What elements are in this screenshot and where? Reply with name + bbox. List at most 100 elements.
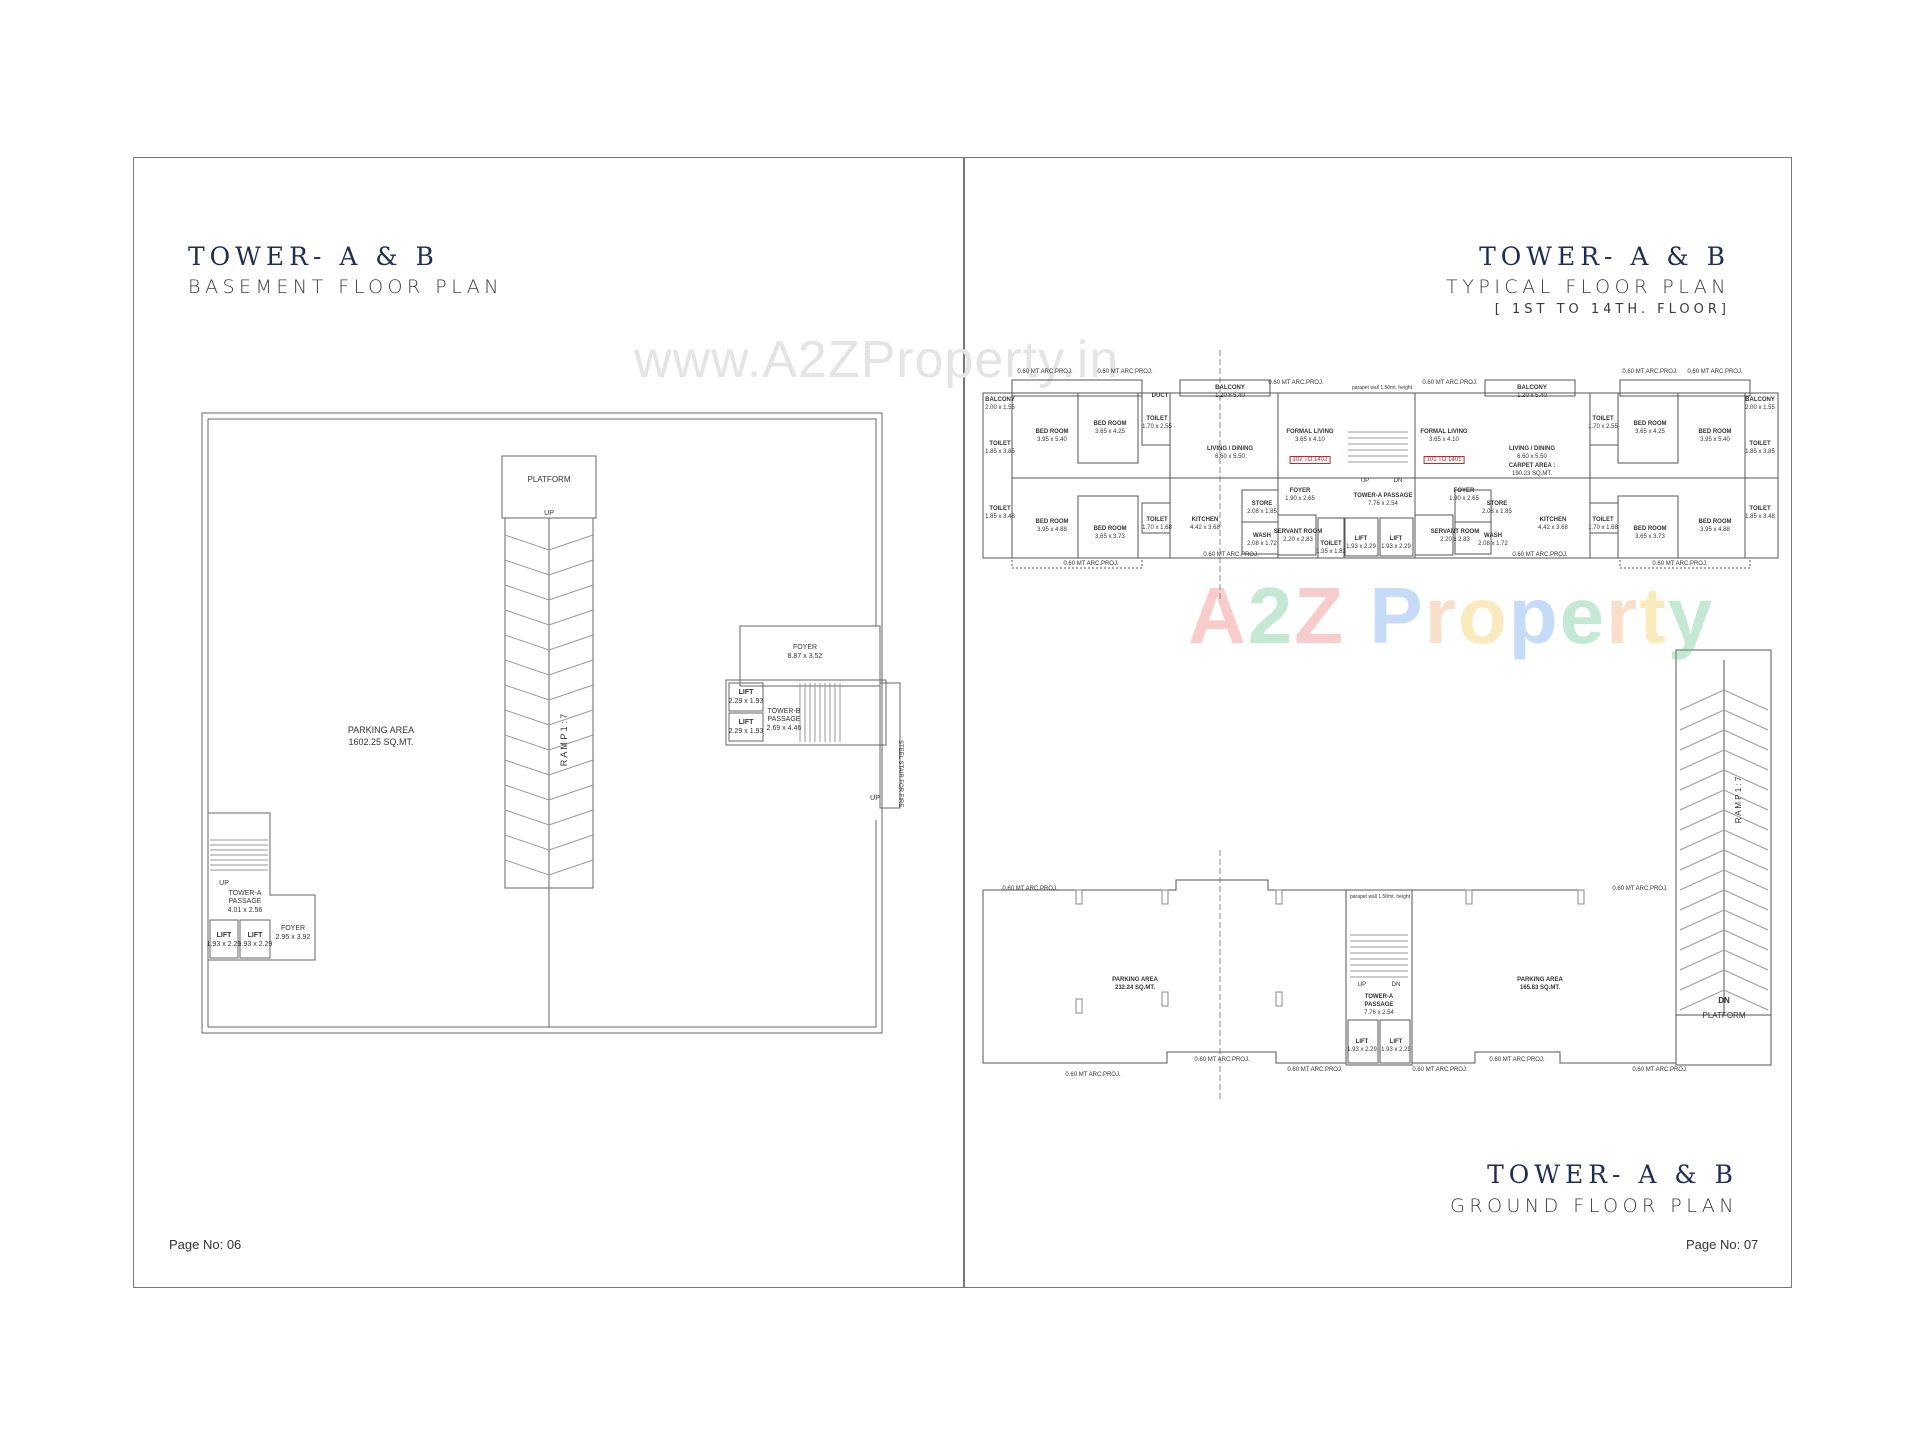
ground-subtitle: GROUND FLOOR PLAN: [1450, 1195, 1738, 1217]
gf-arc-proj-2: 0.60 MT ARC.PROJ.: [1612, 886, 1668, 892]
tower-a-lift2-size: 1.93 x 2.29: [237, 941, 273, 948]
basement-ramp-up-label: UP: [544, 510, 554, 517]
gf-parapet: parapet wall 1.50mt. height: [1349, 894, 1411, 900]
basement-title: TOWER- A & B: [188, 242, 439, 271]
typ-carpet-area: CARPET AREA :190.23 SQ.MT.: [1508, 463, 1556, 477]
typ-arc-proj-5: 0.60 MT ARC.PROJ.: [1622, 369, 1678, 375]
typ-stair-dn: DN: [1393, 478, 1403, 484]
tower-a-lift1-label: LIFT: [216, 932, 232, 939]
tower-a-passage-label: TOWER-A: [228, 890, 262, 897]
typ-unit-range-a: 102 TO 1402: [1289, 456, 1331, 464]
tower-b-passage-label: TOWER-B: [767, 708, 801, 715]
typ-arc-proj-7: 0.60 MT ARC.PROJ.: [1063, 561, 1119, 567]
gf-arc-proj-3: 0.60 MT ARC.PROJ.: [1065, 1072, 1121, 1078]
ground-title: TOWER- A & B: [1487, 1160, 1738, 1189]
basement-parking-size: 1602.25 SQ.MT.: [348, 737, 414, 747]
gf-arc-proj-5: 0.60 MT ARC.PROJ.: [1287, 1067, 1343, 1073]
basement-subtitle: BASEMENT FLOOR PLAN: [188, 276, 503, 298]
typ-arc-proj-8: 0.60 MT ARC.PROJ.: [1203, 552, 1259, 558]
basement-parking-label: PARKING AREA: [347, 725, 415, 735]
typ-parapet: parapet wall 1.50mt. height: [1351, 385, 1413, 391]
tower-b-lift2-label: LIFT: [738, 719, 754, 726]
gf-stair-dn: DN: [1391, 982, 1401, 988]
tower-a-passage-size: 4.01 x 2.56: [227, 907, 263, 914]
basement-platform-label: PLATFORM: [527, 475, 571, 484]
tower-b-foyer-label: FOYER: [792, 644, 818, 651]
gf-arc-proj-8: 0.60 MT ARC.PROJ.: [1632, 1067, 1688, 1073]
tower-b-lift1-size: 2.29 x 1.93: [728, 698, 764, 705]
typ-arc-proj-2: 0.60 MT ARC.PROJ.: [1097, 369, 1153, 375]
typ-arc-proj-6: 0.60 MT ARC.PROJ.: [1687, 369, 1743, 375]
gf-arc-proj-7: 0.60 MT ARC.PROJ.: [1489, 1057, 1545, 1063]
gf-platform-label: PLATFORM: [1702, 1011, 1746, 1020]
gf-arc-proj-1: 0.60 MT ARC.PROJ.: [1002, 886, 1058, 892]
tower-a-lift1-size: 1.93 x 2.29: [206, 941, 242, 948]
gf-ramp-dn: DN: [1718, 996, 1730, 1005]
gf-arc-proj-4: 0.60 MT ARC.PROJ.: [1194, 1057, 1250, 1063]
tower-a-foyer-label: FOYER: [280, 925, 306, 932]
tower-a-passage-label2: PASSAGE: [228, 898, 262, 905]
typical-title: TOWER- A & B: [1479, 242, 1730, 271]
typ-arc-proj-3: 0.60 MT ARC.PROJ.: [1268, 380, 1324, 386]
tower-b-lift1-label: LIFT: [738, 689, 754, 696]
steel-stair-up: UP: [870, 795, 880, 802]
a2z-property-watermark-logo: A2Z Property: [1188, 571, 1715, 660]
gf-arc-proj-6: 0.60 MT ARC.PROJ.: [1412, 1067, 1468, 1073]
typ-arc-proj-9: 0.60 MT ARC.PROJ.: [1512, 552, 1568, 558]
page-number-left: Page No: 06: [169, 1237, 242, 1252]
tower-a-stair-up: UP: [219, 880, 229, 887]
gf-stair-up: UP: [1357, 982, 1367, 988]
typ-unit-range-b: 101 TO 1401: [1423, 456, 1465, 464]
gf-ramp-label: R A M P 1 : 7: [1734, 776, 1743, 824]
typ-arc-proj-10: 0.60 MT ARC.PROJ.: [1652, 561, 1708, 567]
typ-arc-proj-1: 0.60 MT ARC.PROJ.: [1017, 369, 1073, 375]
typ-stair-up: UP: [1360, 478, 1370, 484]
typical-floor-range: [ 1ST TO 14TH. FLOOR]: [1494, 302, 1730, 317]
tower-a-lift2-label: LIFT: [247, 932, 263, 939]
document-frame: [133, 157, 1792, 1288]
typ-arc-proj-4: 0.60 MT ARC.PROJ.: [1422, 380, 1478, 386]
